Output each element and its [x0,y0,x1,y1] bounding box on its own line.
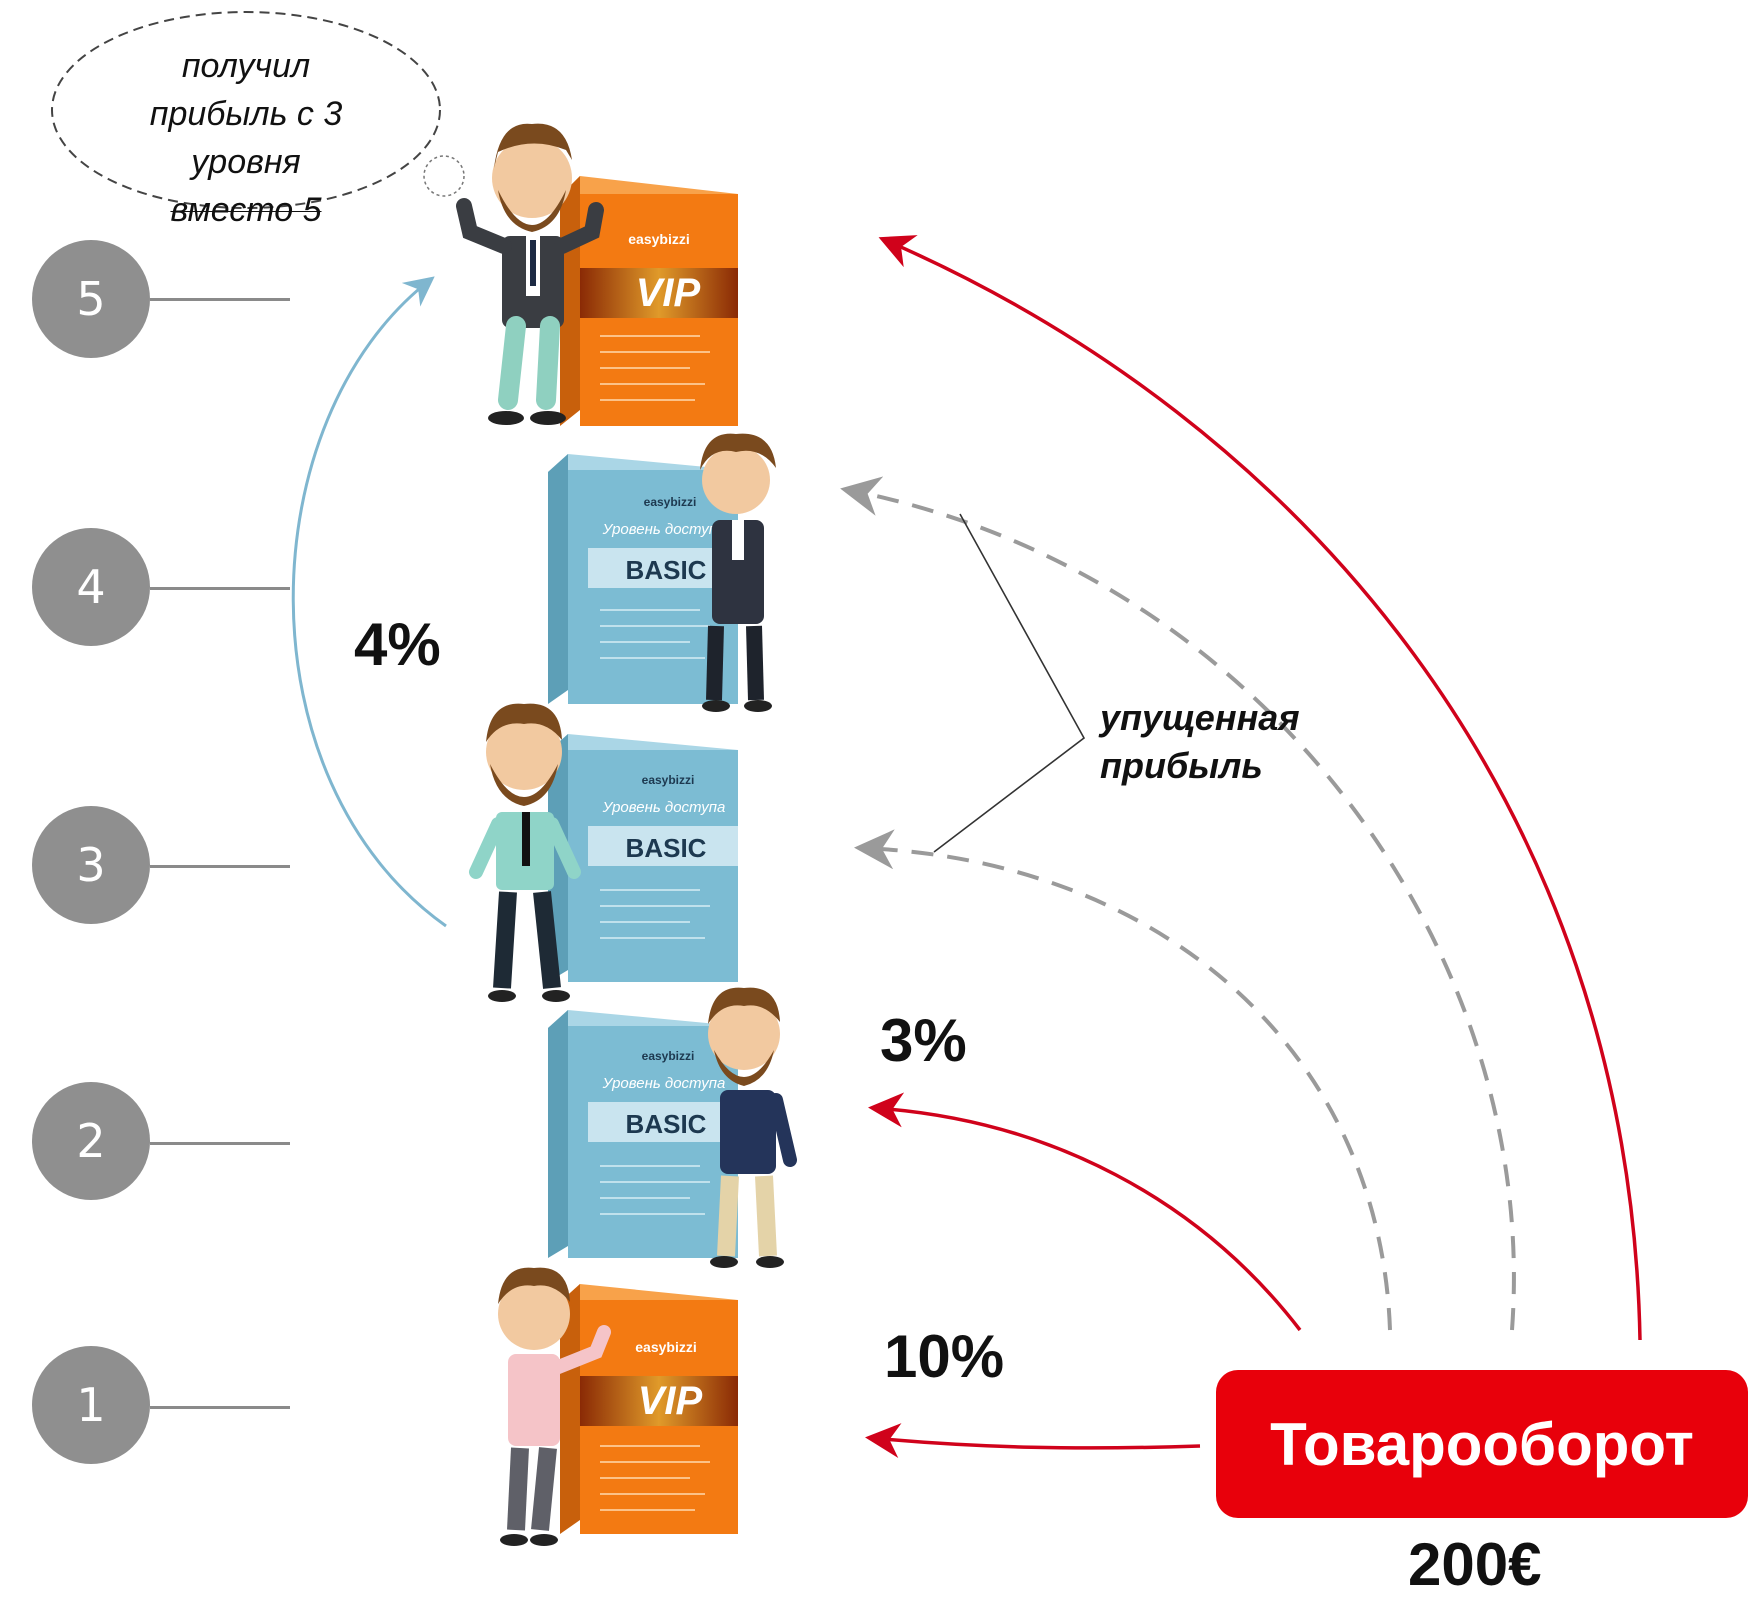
vip1-label: VIP [638,1379,703,1423]
thought-line-3: уровня [191,143,301,181]
thought-line-1: получил [181,47,311,85]
thought-bubble-dot [423,155,465,197]
missed-profit-bracket [933,513,1086,853]
turnover-badge: Товарооборот [1216,1370,1748,1518]
arrow-gray-to-level3 [854,829,1392,1331]
arrow-red-to-level1 [865,1423,1201,1459]
man-level2 [708,987,797,1268]
level-1-line [150,1406,290,1409]
basic-box-level2: easybizzi Уровень доступа BASIC [548,1010,738,1258]
man-level3 [469,703,581,1002]
basic2-brand: easybizzi [642,1049,695,1063]
arrow-gray-to-level4 [840,476,1516,1331]
arrow-red-to-level5 [878,235,1642,1341]
basic3-brand: easybizzi [642,773,695,787]
arrow-red-to-level2 [868,1092,1302,1332]
level4-figure: easybizzi Уровень доступа BASIC [548,433,776,712]
level-1-circle: 1 [32,1346,150,1464]
level-4-circle: 4 [32,528,150,646]
level-5-line [150,298,290,301]
basic3-label: BASIC [626,833,707,863]
level-2-circle: 2 [32,1082,150,1200]
vip1-brand: easybizzi [635,1339,696,1355]
basic3-access: Уровень доступа [602,799,726,816]
man-level4 [700,433,776,712]
level-5-circle: 5 [32,240,150,358]
missed-profit-line-2: прибыль [1100,745,1263,786]
basic4-label: BASIC [626,555,707,585]
level-4-line [150,587,290,590]
missed-profit-line-1: упущенная [1100,697,1300,738]
vip-brand: easybizzi [628,231,689,247]
turnover-amount: 200€ [1408,1531,1542,1598]
level3-figure: easybizzi Уровень доступа BASIC [469,703,738,1002]
level-2-line [150,1142,290,1145]
thought-bubble-text: получил прибыль с 3 уровня вместо 5 [96,42,396,234]
vip-label: VIP [636,271,701,315]
percent-10: 10% [884,1323,1005,1390]
basic-box-level3: easybizzi Уровень доступа BASIC [548,734,738,982]
level-3-line [150,865,290,868]
basic2-label: BASIC [626,1109,707,1139]
arrow-blue-level3-to-level5 [291,276,447,928]
basic4-brand: easybizzi [644,495,697,509]
vip-box-level1: easybizzi VIP [560,1284,738,1534]
level1-figure: easybizzi VIP [498,1267,738,1546]
level-3-circle: 3 [32,806,150,924]
level5-figure: easybizzi VIP [456,123,738,426]
basic4-access: Уровень доступа [602,521,726,538]
thought-line-2: прибыль с 3 [149,95,343,133]
percent-3: 3% [880,1007,967,1074]
percent-4: 4% [354,611,441,678]
thought-bubble [51,11,441,209]
man-level1 [498,1267,611,1546]
man-level5 [456,123,604,425]
vip-box-level5: easybizzi VIP [560,176,738,426]
basic2-access: Уровень доступа [602,1075,726,1092]
missed-profit-label: упущенная прибыль [1100,694,1300,790]
level2-figure: easybizzi Уровень доступа BASIC [548,987,797,1268]
thought-line-4: вместо 5 [170,191,322,229]
